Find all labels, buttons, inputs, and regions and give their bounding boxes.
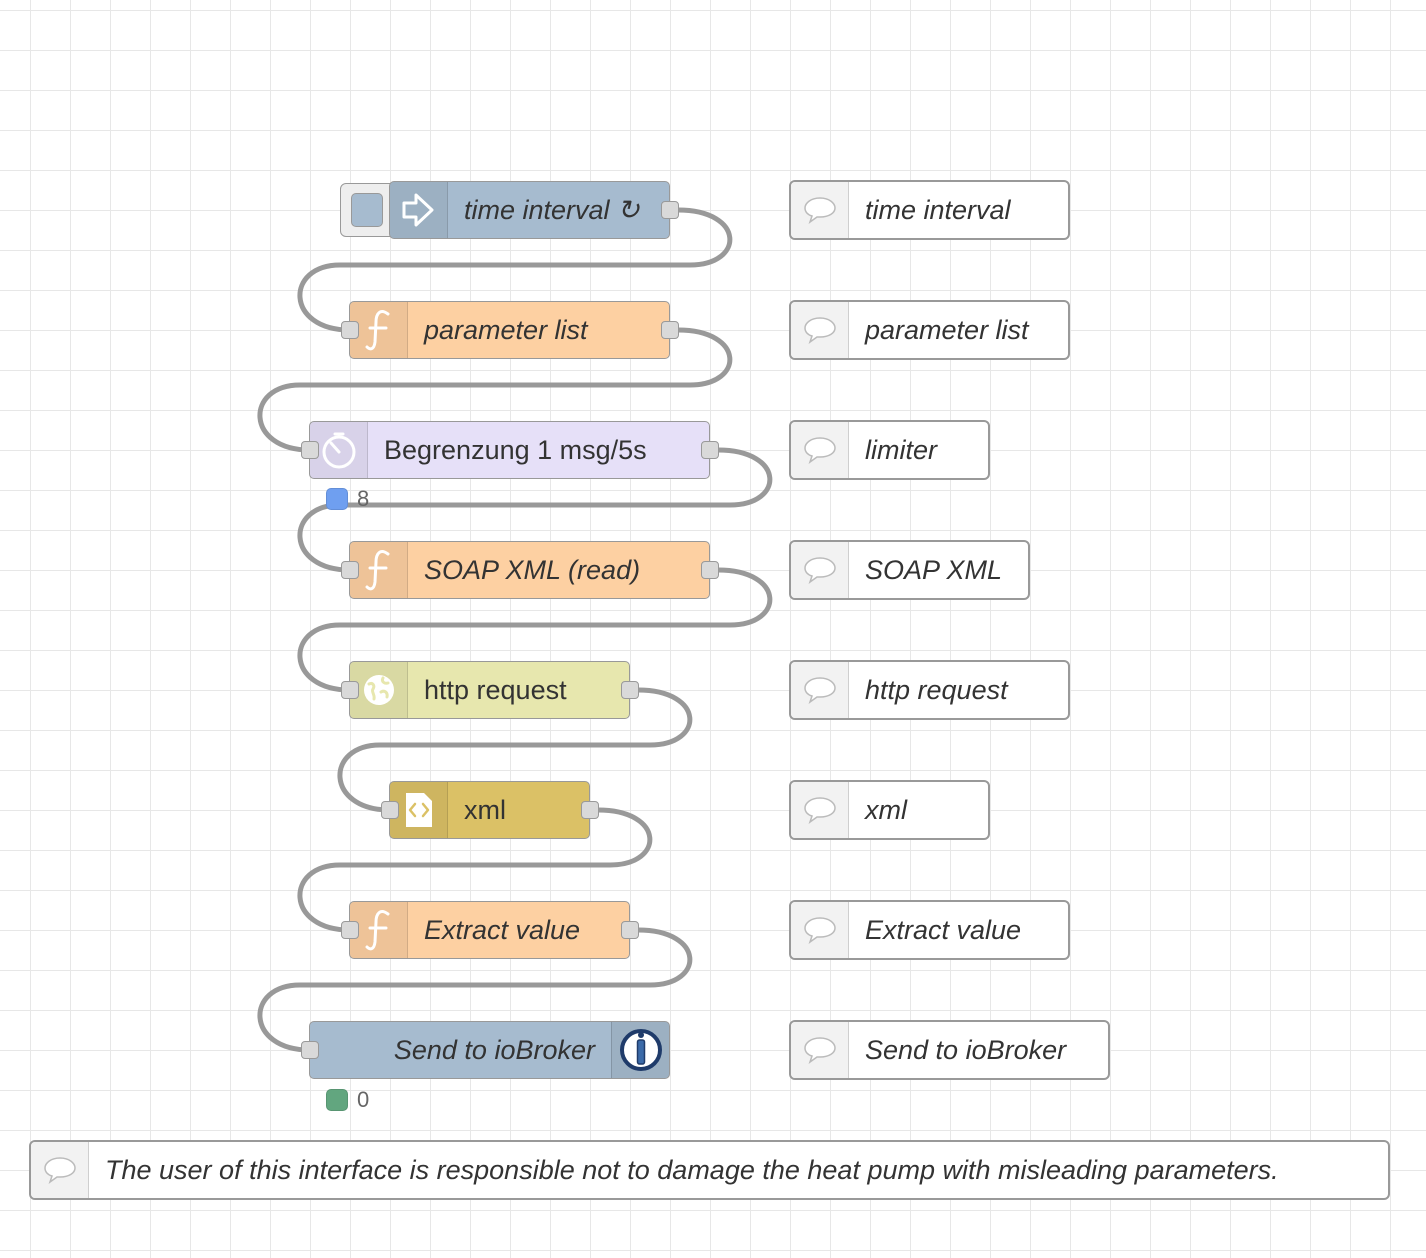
comment-xml[interactable]: xml	[789, 780, 990, 840]
comment-label: parameter list	[865, 314, 1029, 345]
function-icon	[350, 542, 408, 598]
node-time-interval[interactable]: time interval ↻	[389, 181, 670, 239]
node-parameter-list[interactable]: parameter list	[349, 301, 670, 359]
comment-bubble-icon	[791, 1022, 849, 1078]
inject-trigger-button[interactable]	[340, 183, 396, 237]
comment-extract-value[interactable]: Extract value	[789, 900, 1070, 960]
inject-trigger-button-face[interactable]	[351, 193, 383, 227]
node-input-port[interactable]	[381, 801, 399, 819]
function-icon	[350, 902, 408, 958]
node-begrenzung-delay[interactable]: Begrenzung 1 msg/5s	[309, 421, 710, 479]
node-label: SOAP XML (read)	[424, 554, 641, 585]
node-soap-xml-read[interactable]: SOAP XML (read)	[349, 541, 710, 599]
comment-http-request[interactable]: http request	[789, 660, 1070, 720]
node-label: xml	[464, 794, 506, 825]
node-status: 0	[326, 1087, 369, 1113]
node-output-port[interactable]	[701, 561, 719, 579]
node-http-request[interactable]: http request	[349, 661, 630, 719]
node-xml[interactable]: xml	[389, 781, 590, 839]
comment-limiter[interactable]: limiter	[789, 420, 990, 480]
comment-bubble-icon	[791, 902, 849, 958]
node-output-port[interactable]	[661, 201, 679, 219]
comment-disclaimer[interactable]: The user of this interface is responsibl…	[29, 1140, 1390, 1200]
comment-parameter-list[interactable]: parameter list	[789, 300, 1070, 360]
node-input-port[interactable]	[341, 681, 359, 699]
node-output-port[interactable]	[661, 321, 679, 339]
node-label: http request	[424, 674, 567, 705]
comment-label: limiter	[865, 434, 937, 465]
globe-icon	[350, 662, 408, 718]
comment-bubble-icon	[791, 422, 849, 478]
node-label: Send to ioBroker	[393, 1034, 595, 1065]
comment-send-to-iobroker[interactable]: Send to ioBroker	[789, 1020, 1110, 1080]
status-text: 0	[357, 1087, 370, 1112]
code-file-icon	[390, 782, 448, 838]
node-input-port[interactable]	[301, 1041, 319, 1059]
node-status: 8	[326, 486, 369, 512]
node-label: time interval ↻	[464, 194, 640, 225]
status-text: 8	[357, 486, 370, 511]
node-label: Extract value	[424, 914, 581, 945]
comment-bubble-icon	[791, 782, 849, 838]
node-label: parameter list	[424, 314, 588, 345]
comment-bubble-icon	[791, 182, 849, 238]
status-dot	[326, 488, 348, 510]
comment-bubble-icon	[791, 542, 849, 598]
function-icon	[350, 302, 408, 358]
node-input-port[interactable]	[341, 921, 359, 939]
comment-time-interval[interactable]: time interval	[789, 180, 1070, 240]
status-dot	[326, 1089, 348, 1111]
comment-label: http request	[865, 674, 1008, 705]
comment-label: The user of this interface is responsibl…	[105, 1154, 1279, 1185]
node-output-port[interactable]	[581, 801, 599, 819]
inject-arrow-icon	[390, 182, 448, 238]
node-input-port[interactable]	[301, 441, 319, 459]
node-send-to-iobroker[interactable]: Send to ioBroker	[309, 1021, 670, 1079]
node-input-port[interactable]	[341, 561, 359, 579]
iobroker-icon	[611, 1022, 669, 1078]
node-output-port[interactable]	[701, 441, 719, 459]
node-extract-value[interactable]: Extract value	[349, 901, 630, 959]
node-output-port[interactable]	[621, 921, 639, 939]
node-output-port[interactable]	[621, 681, 639, 699]
comment-bubble-icon	[791, 302, 849, 358]
comment-label: xml	[865, 794, 907, 825]
comment-bubble-icon	[791, 662, 849, 718]
node-input-port[interactable]	[341, 321, 359, 339]
comment-label: Extract value	[865, 914, 1022, 945]
comment-label: Send to ioBroker	[865, 1034, 1067, 1065]
comment-label: time interval	[865, 194, 1011, 225]
timer-icon	[310, 422, 368, 478]
comment-bubble-icon	[31, 1142, 89, 1198]
node-label: Begrenzung 1 msg/5s	[384, 434, 647, 465]
comment-label: SOAP XML	[865, 554, 1003, 585]
comment-soap-xml[interactable]: SOAP XML	[789, 540, 1030, 600]
